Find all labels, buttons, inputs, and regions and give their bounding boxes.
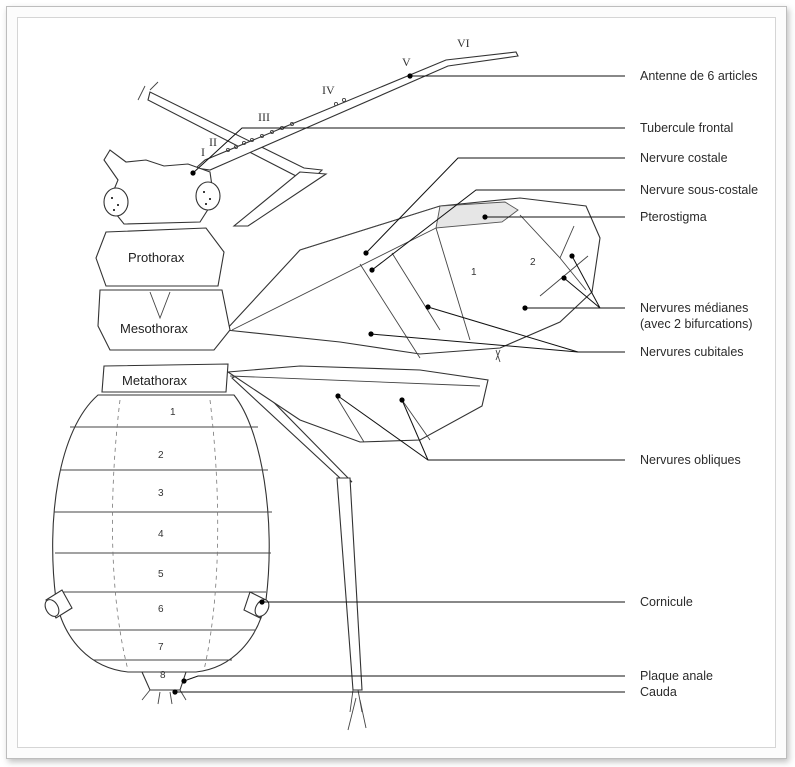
- abdomen: 2 3 4 5 6 7 8 1: [42, 395, 272, 704]
- abdomen-segment-8: 8: [160, 670, 166, 681]
- abdomen-segment-7: 7: [158, 642, 164, 653]
- prothorax-label: Prothorax: [128, 250, 185, 265]
- abdomen-segment-5: 5: [158, 569, 164, 580]
- label-cauda: Cauda: [640, 685, 677, 699]
- abdomen-segment-3: 3: [158, 488, 164, 499]
- prothorax: Prothorax: [96, 228, 224, 286]
- antenna-segment-3: III: [258, 110, 270, 124]
- label-tubercule-frontal: Tubercule frontal: [640, 121, 733, 135]
- antenna-segment-1: I: [201, 145, 205, 159]
- antenna-segment-6: VI: [457, 36, 470, 50]
- label-nervures-medianes-detail: (avec 2 bifurcations): [640, 317, 753, 331]
- mesothorax: Mesothorax: [98, 290, 230, 350]
- mesothorax-label: Mesothorax: [120, 321, 188, 336]
- antenna: I II III IV V VI: [196, 36, 518, 170]
- label-nervure-costale: Nervure costale: [640, 151, 728, 165]
- median-vein-2: 2: [530, 257, 536, 268]
- median-vein-1: 1: [471, 267, 477, 278]
- antenna-segment-4: IV: [322, 83, 335, 97]
- metathorax: Metathorax: [102, 364, 228, 392]
- abdomen-segment-6: 6: [158, 604, 164, 615]
- label-pterostigma: Pterostigma: [640, 210, 707, 224]
- antenna-segment-5: V: [402, 55, 411, 69]
- hindwing: [228, 350, 500, 442]
- antenna-segment-2: II: [209, 135, 217, 149]
- label-antenne: Antenne de 6 articles: [640, 69, 757, 83]
- forewing: [226, 198, 600, 358]
- abdomen-segment-4: 4: [158, 529, 164, 540]
- abdomen-segment-2: 2: [158, 450, 164, 461]
- abdomen-segment-1: 1: [170, 407, 176, 418]
- label-nervure-sous-costale: Nervure sous-costale: [640, 183, 758, 197]
- label-plaque-anale: Plaque anale: [640, 669, 713, 683]
- label-nervures-obliques: Nervures obliques: [640, 453, 741, 467]
- label-nervures-medianes: Nervures médianes: [640, 301, 748, 315]
- metathorax-label: Metathorax: [122, 373, 188, 388]
- label-nervures-cubitales: Nervures cubitales: [640, 345, 744, 359]
- label-cornicule: Cornicule: [640, 595, 693, 609]
- head: [104, 150, 220, 224]
